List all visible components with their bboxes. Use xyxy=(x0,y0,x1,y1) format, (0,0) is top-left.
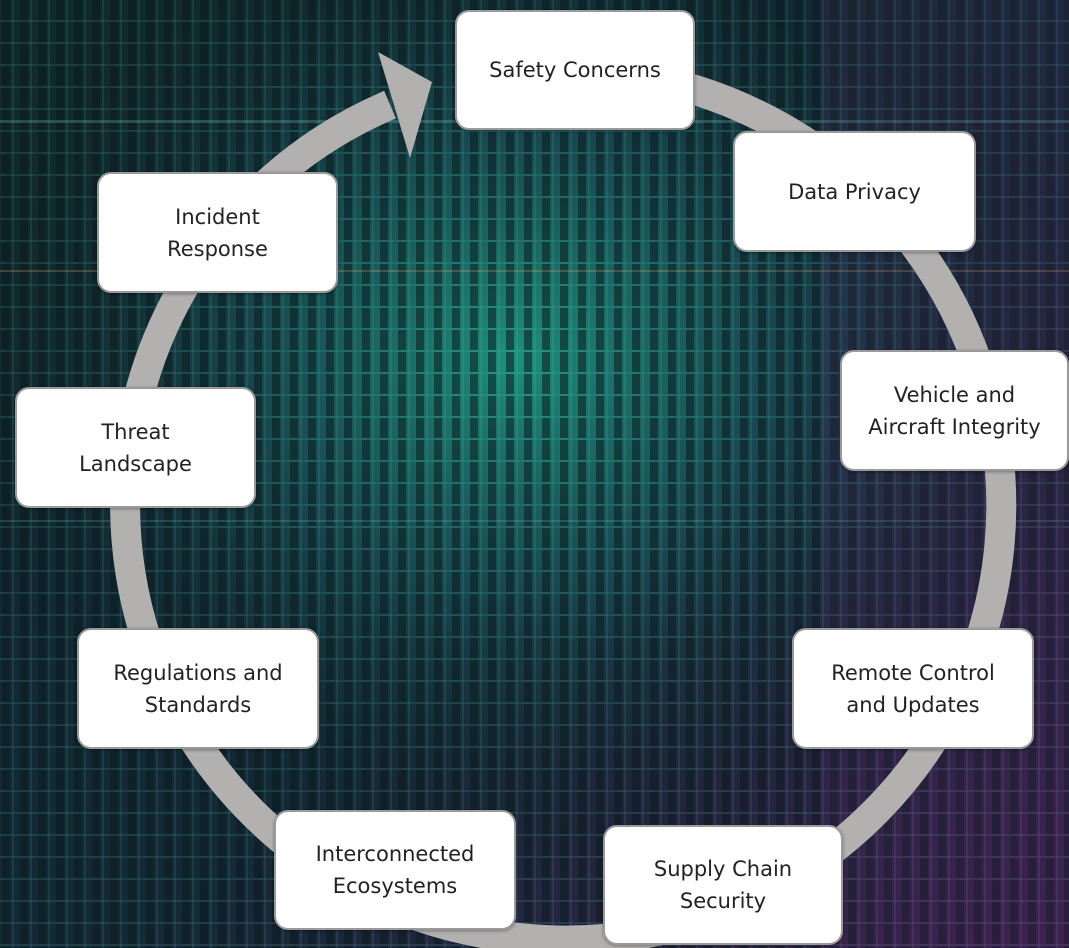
step-vehicle-aircraft-integrity: Vehicle and Aircraft Integrity xyxy=(840,350,1069,471)
step-incident-response: Incident Response xyxy=(97,172,338,293)
step-supply-chain-security: Supply Chain Security xyxy=(603,825,843,945)
step-remote-control-updates: Remote Control and Updates xyxy=(792,628,1034,749)
step-interconnected-ecosystems: Interconnected Ecosystems xyxy=(274,810,516,930)
step-threat-landscape: Threat Landscape xyxy=(15,387,256,508)
cycle-arrowhead xyxy=(378,52,432,158)
step-regulations-standards: Regulations and Standards xyxy=(77,628,319,749)
step-safety-concerns: Safety Concerns xyxy=(455,10,695,130)
step-data-privacy: Data Privacy xyxy=(733,131,976,252)
